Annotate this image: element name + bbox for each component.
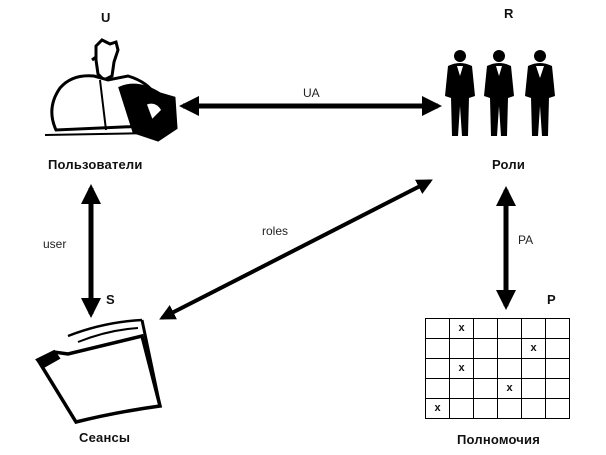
matrix-cell (497, 398, 522, 419)
matrix-cell: x (497, 378, 522, 399)
matrix-cell (425, 358, 450, 379)
sessions-letter: S (106, 292, 115, 307)
roles-letter: R (504, 6, 514, 21)
ua-label: UA (303, 86, 320, 100)
permissions-letter: P (547, 292, 556, 307)
matrix-cell (545, 318, 570, 339)
matrix-cell (521, 378, 546, 399)
matrix-cell: x (425, 398, 450, 419)
users-letter: U (101, 10, 111, 25)
matrix-cell (521, 398, 546, 419)
matrix-row: x (425, 378, 570, 399)
matrix-row: x (425, 338, 570, 359)
user-label: user (43, 237, 67, 251)
matrix-cell (473, 358, 498, 379)
sessions-caption: Сеансы (79, 430, 131, 445)
matrix-cell (521, 318, 546, 339)
matrix-cell (545, 398, 570, 419)
matrix-cell (449, 378, 474, 399)
roles-arrow (159, 179, 433, 320)
matrix-cell (545, 358, 570, 379)
users-caption: Пользователи (48, 157, 143, 172)
matrix-cell (473, 338, 498, 359)
permissions-caption: Полномочия (457, 432, 541, 447)
matrix-cell (545, 338, 570, 359)
matrix-row: x (425, 398, 570, 419)
matrix-cell: x (449, 318, 474, 339)
folder-icon (35, 318, 163, 425)
matrix-row: x (425, 358, 570, 379)
matrix-cell (497, 338, 522, 359)
matrix-cell (425, 378, 450, 399)
matrix-cell (449, 338, 474, 359)
matrix-cell (425, 318, 450, 339)
matrix-cell (545, 378, 570, 399)
matrix-cell: x (521, 338, 546, 359)
pa-label: PA (518, 233, 534, 247)
matrix-cell (425, 338, 450, 359)
matrix-cell (473, 398, 498, 419)
matrix-cell (497, 318, 522, 339)
roles-label: roles (262, 224, 289, 238)
matrix-cell (473, 318, 498, 339)
matrix-cell: x (449, 358, 474, 379)
roles-caption: Роли (492, 157, 526, 172)
matrix-cell (449, 398, 474, 419)
person-at-computer-icon (44, 38, 178, 142)
three-men-in-tuxedos-icon (445, 50, 555, 136)
matrix-cell (473, 378, 498, 399)
matrix-row: x (425, 318, 570, 339)
matrix-cell (497, 358, 522, 379)
matrix-cell (521, 358, 546, 379)
